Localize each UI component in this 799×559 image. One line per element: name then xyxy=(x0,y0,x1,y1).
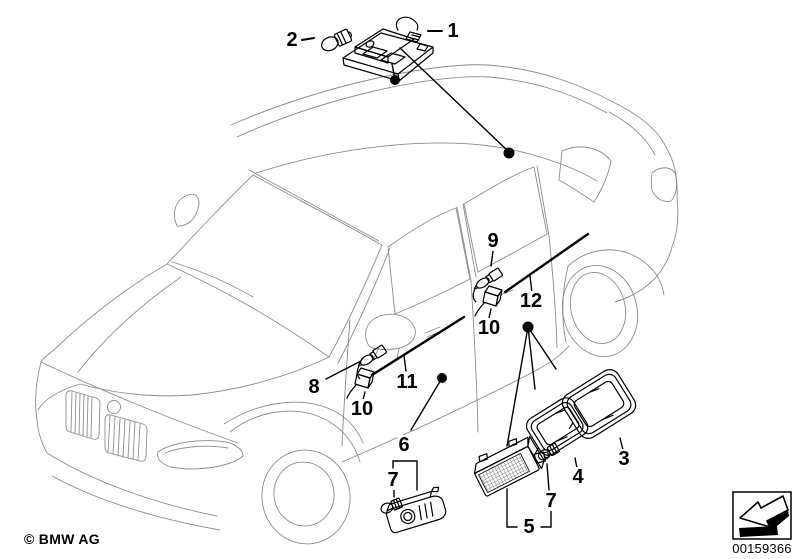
callout-7-front[interactable]: 7 xyxy=(386,469,400,491)
tick-callout-9 xyxy=(490,250,494,267)
part-7-bulb-front xyxy=(380,497,403,514)
tick-callout-12 xyxy=(529,275,533,294)
callout-6[interactable]: 6 xyxy=(397,434,411,456)
part-4-trim-frame xyxy=(525,397,589,456)
callout-3[interactable]: 3 xyxy=(617,448,631,470)
callout-7-luggage[interactable]: 7 xyxy=(544,490,558,512)
callout-10-front[interactable]: 10 xyxy=(349,398,375,420)
part-6-lamp-housing xyxy=(385,486,447,534)
callout-12[interactable]: 12 xyxy=(518,290,544,312)
leader-callout-8 xyxy=(325,360,362,380)
leader-dot3-to-5 xyxy=(506,326,529,447)
part-10-connector-front xyxy=(346,367,375,399)
tick-callout-10-front xyxy=(362,391,366,401)
leader-part1-long xyxy=(399,47,510,153)
part-10-connector-rear xyxy=(474,285,503,317)
part-11-door-strip xyxy=(370,315,466,377)
part-5-luggage-lamp xyxy=(473,435,550,497)
tick-callout-4 xyxy=(574,457,578,469)
anchor-dot-roof-rear xyxy=(503,147,515,159)
callout-9[interactable]: 9 xyxy=(486,230,500,252)
tick-callout-11 xyxy=(403,355,407,372)
part-2-bulb xyxy=(321,28,353,52)
tick-callout-7-luggage xyxy=(546,463,550,491)
vehicle-illustration xyxy=(35,64,679,545)
copyright-notice: © BMW AG xyxy=(24,531,100,547)
document-number: 00159366 xyxy=(732,541,792,556)
callout-8[interactable]: 8 xyxy=(307,376,321,398)
anchor-dot-rear-panel xyxy=(522,321,534,333)
bracket-callout-6 xyxy=(392,460,418,491)
anchor-dot-roof-front xyxy=(390,75,400,85)
part-1-interior-roof-lamp xyxy=(342,16,434,82)
dash-callout-2 xyxy=(301,37,315,41)
tick-callout-10-rear xyxy=(488,308,492,319)
callout-5[interactable]: 5 xyxy=(522,516,536,538)
bracket-callout-5 xyxy=(506,488,552,528)
anchor-dot-front-door xyxy=(437,373,447,383)
callout-11[interactable]: 11 xyxy=(395,371,419,393)
part-12-door-strip xyxy=(503,232,590,294)
direction-arrow-icon xyxy=(732,491,792,540)
callout-4[interactable]: 4 xyxy=(571,466,585,488)
part-9-bulb-socket xyxy=(472,267,504,303)
leader-dot3-to-4 xyxy=(527,326,536,390)
part-3-trim-frame xyxy=(561,369,637,439)
callout-1[interactable]: 1 xyxy=(446,20,460,42)
tick-callout-3 xyxy=(619,437,624,451)
leader-lines xyxy=(301,30,624,528)
callout-2[interactable]: 2 xyxy=(285,29,299,51)
callout-10-rear[interactable]: 10 xyxy=(476,317,502,339)
leader-dot3-to-3 xyxy=(527,326,557,370)
leader-dot4-to-6 xyxy=(410,377,443,431)
